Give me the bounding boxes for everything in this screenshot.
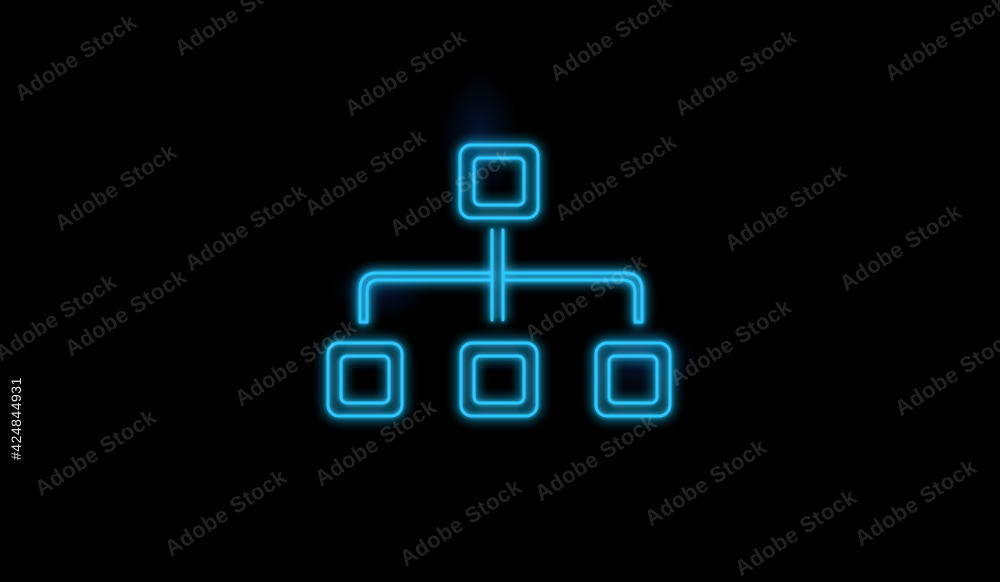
hierarchy-org-chart-icon <box>326 70 700 418</box>
stock-id-label: #424844931 <box>8 377 24 460</box>
top-node <box>458 143 540 220</box>
glow-haze <box>440 70 520 210</box>
glow-haze <box>580 320 700 400</box>
bottom-center-node <box>459 341 539 418</box>
bottom-right-node <box>594 341 672 418</box>
glow-haze <box>330 260 430 320</box>
connector-lines <box>358 228 644 324</box>
bottom-left-node <box>326 341 404 418</box>
